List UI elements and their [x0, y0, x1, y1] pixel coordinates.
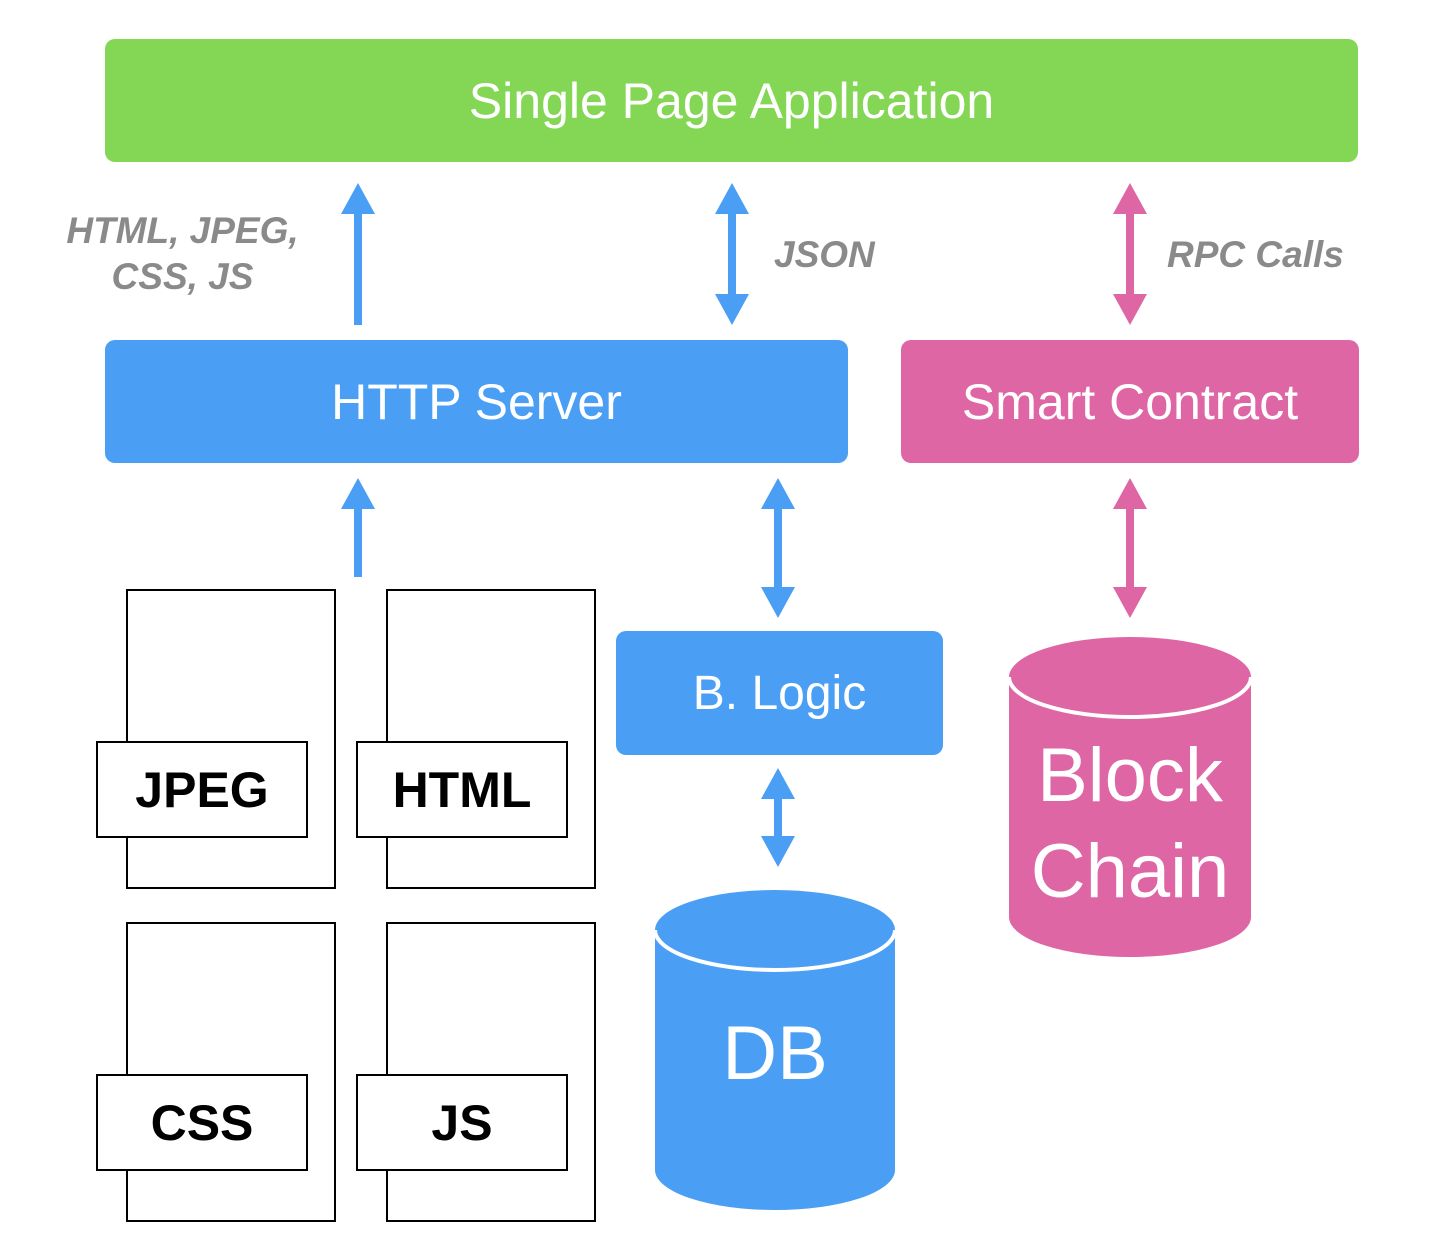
file-document-icon: [386, 922, 596, 1222]
blockchain-label-line1: Block: [1037, 733, 1223, 818]
file-tag-html: HTML: [356, 741, 568, 838]
json-edge-label: JSON: [774, 234, 875, 275]
file-document-icon: [126, 589, 336, 889]
business-logic-box: B. Logic: [616, 631, 943, 755]
file-tag-js: JS: [356, 1074, 568, 1171]
arrow-http-to-spa: [341, 183, 375, 325]
http-server-box: HTTP Server: [105, 340, 848, 463]
spa-label: Single Page Application: [468, 72, 995, 129]
arrow-http-logic: [761, 478, 795, 618]
rpc-edge-label: RPC Calls: [1167, 234, 1344, 275]
smart-contract-label: Smart Contract: [961, 373, 1299, 430]
file-document-icon: [126, 922, 336, 1222]
db-label: DB: [722, 1011, 828, 1096]
business-logic-label: B. Logic: [692, 666, 867, 720]
blockchain-label: Block Chain: [1009, 728, 1251, 920]
arrow-logic-db: [761, 768, 795, 867]
blockchain-label-line2: Chain: [1030, 829, 1230, 914]
arrow-contract-blockchain: [1113, 478, 1147, 618]
smart-contract-box: Smart Contract: [901, 340, 1359, 463]
files-edge-label-line1: HTML, JPEG,: [66, 210, 299, 251]
blockchain-cylinder-icon: [1007, 637, 1253, 957]
arrow-json: [715, 183, 749, 325]
file-document-icon: [386, 589, 596, 889]
files-edge-label-line2: CSS, JS: [111, 256, 254, 297]
db-cylinder-icon: [653, 890, 897, 1210]
file-tag-jpeg: JPEG: [96, 741, 308, 838]
arrow-files-to-http: [341, 478, 375, 577]
http-server-label: HTTP Server: [331, 373, 622, 430]
files-edge-label: HTML, JPEG, CSS, JS: [30, 208, 335, 300]
arrow-rpc: [1113, 183, 1147, 325]
spa-box: Single Page Application: [105, 39, 1358, 162]
file-tag-css: CSS: [96, 1074, 308, 1171]
